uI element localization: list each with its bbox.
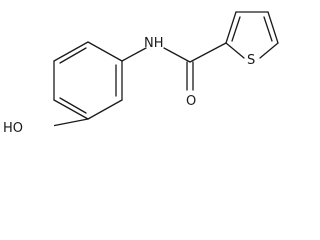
hydroxyl-bond <box>51 118 89 127</box>
structure-diagram: HO NH O S <box>3 11 279 136</box>
ring-to-nitrogen-bond <box>121 47 147 62</box>
phenol-bond-4 <box>53 99 89 120</box>
amide-linkage <box>121 42 227 91</box>
oxygen-label: O <box>186 94 196 109</box>
phenol-double-bond-2 <box>59 97 87 114</box>
phenol-bond-6 <box>53 41 89 62</box>
nh-label: NH <box>144 36 164 51</box>
sulfur-label: S <box>247 53 255 68</box>
thiophene-double-bond-2 <box>263 16 273 42</box>
thiophene-ring <box>225 11 279 59</box>
phenol-bond-1 <box>87 41 123 62</box>
phenol-bond-3 <box>87 99 123 120</box>
phenol-ring <box>53 41 123 120</box>
nitrogen-to-carbonyl-bond <box>163 47 191 63</box>
thiophene-bond-s-c2 <box>225 42 245 59</box>
thiophene-double-bond-1 <box>231 16 241 42</box>
phenol-double-bond-3 <box>59 47 87 64</box>
thiophene-bond-c5-s <box>259 42 279 59</box>
thiophene-bond-c4-c5 <box>267 11 279 44</box>
carbonyl-to-thiophene-bond <box>189 42 227 63</box>
hydroxyl-label: HO <box>3 121 23 136</box>
thiophene-bond-c2-c3 <box>225 11 237 44</box>
